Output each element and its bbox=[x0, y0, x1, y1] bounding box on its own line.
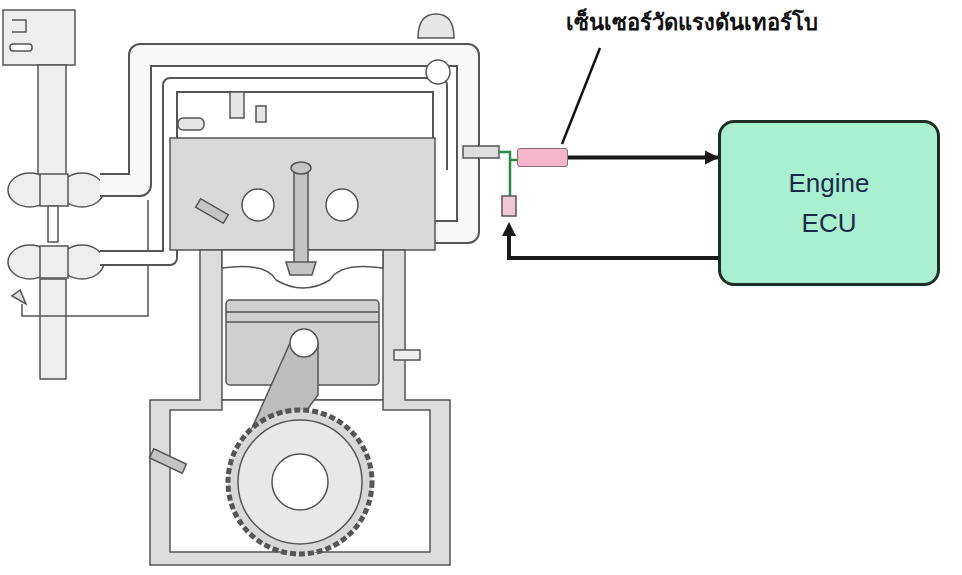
egr-pipe bbox=[100, 85, 440, 258]
injector-cap bbox=[291, 162, 311, 174]
injector-nozzle bbox=[286, 262, 316, 275]
turbine-wheel bbox=[40, 246, 68, 278]
turbo-symbol bbox=[12, 20, 26, 32]
piston-pin bbox=[290, 329, 318, 357]
egr-pipe bbox=[100, 85, 440, 258]
sensor-port bbox=[463, 146, 499, 158]
turbo-top-housing bbox=[3, 10, 75, 65]
sensor-label: เซ็นเซอร์วัดแรงดันเทอร์โบ bbox=[566, 9, 818, 35]
sensor-hose bbox=[499, 152, 510, 196]
engine-block bbox=[150, 138, 450, 565]
solenoid bbox=[256, 106, 266, 122]
crank-sensor bbox=[150, 449, 187, 473]
actuator bbox=[178, 118, 204, 130]
crankshaft bbox=[272, 454, 328, 510]
piston-rings bbox=[226, 312, 379, 322]
injector bbox=[294, 168, 308, 264]
cylinder-block bbox=[150, 250, 450, 565]
crank-web bbox=[238, 420, 362, 544]
air-pipes bbox=[100, 55, 468, 258]
compressor-wheel bbox=[40, 174, 68, 206]
turbo-intake-tube bbox=[38, 65, 66, 175]
boost-sensor-fittings bbox=[463, 146, 518, 216]
oil-jet bbox=[394, 350, 420, 360]
leader-line bbox=[562, 48, 600, 144]
turbo-shaft bbox=[48, 206, 58, 242]
egr-valve bbox=[426, 60, 450, 84]
signal-arrow bbox=[568, 156, 718, 160]
turbo-symbol bbox=[10, 44, 32, 51]
engine-ecu-box: Engine ECU bbox=[718, 120, 940, 286]
crank-gear bbox=[228, 410, 372, 554]
glow-plug bbox=[196, 199, 229, 224]
ecu-label: Engine ECU bbox=[774, 163, 884, 244]
intake-valve bbox=[242, 189, 274, 221]
control-wire bbox=[509, 228, 718, 258]
air-cap bbox=[418, 14, 454, 38]
solenoid bbox=[230, 92, 244, 118]
turbo-pressure-sensor: เซ็นเซอร์วัดแรงดันเทอร์โบ bbox=[517, 148, 568, 167]
vsv-valve bbox=[502, 196, 516, 216]
exhaust-valve bbox=[326, 189, 358, 221]
crankcase bbox=[170, 400, 430, 552]
top-fittings bbox=[178, 14, 454, 130]
exhaust-tube bbox=[40, 279, 66, 379]
wastegate-symbol bbox=[12, 290, 26, 304]
